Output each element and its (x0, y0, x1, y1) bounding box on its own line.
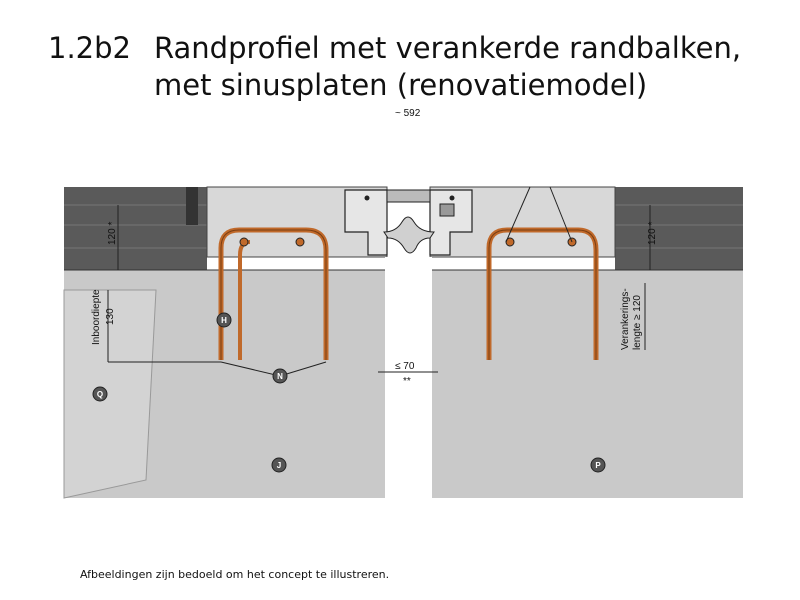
bolt-head (439, 203, 455, 217)
marker-j: J (271, 457, 287, 473)
title-number: 1.2b2 (48, 31, 131, 65)
concrete-right (432, 270, 743, 498)
embed-depth-value: 130 (105, 308, 116, 325)
anchor-length-value: lengte ≥ 120 (632, 295, 643, 350)
edge-plate-left (186, 187, 198, 225)
marker-n: N (272, 368, 288, 384)
bolt-left (364, 195, 370, 201)
anchor-length-label: Veranker­ings- (620, 288, 631, 350)
marker-n-letter: N (277, 372, 283, 381)
asphalt-left (64, 187, 207, 270)
asphalt-right (615, 187, 743, 270)
footer-disclaimer: Afbeeldingen zijn bedoeld om het concept… (80, 568, 390, 581)
sinus-seal (383, 216, 435, 254)
height-left-dimension: 120 * (107, 222, 118, 245)
title-line-1: Randprofiel met verankerde randbalken, (154, 31, 742, 65)
marker-h-letter: H (221, 316, 227, 325)
height-right-dimension: 120 * (647, 222, 658, 245)
joint-gap (385, 257, 432, 498)
top-width-dimension: ~ 592 (395, 108, 421, 119)
cover-plate (386, 189, 431, 203)
embed-depth-label: Inboordiepte (91, 289, 102, 345)
marker-q: Q (92, 386, 108, 402)
gap-dimension-note: ** (403, 376, 411, 387)
existing-concrete-edge (63, 289, 157, 499)
marker-p: P (590, 457, 606, 473)
marker-h: H (216, 312, 232, 328)
marker-j-letter: J (277, 461, 281, 470)
marker-q-letter: Q (97, 390, 103, 399)
marker-p-letter: P (595, 461, 601, 470)
gap-dimension: ≤ 70 (395, 361, 415, 372)
bolt-right (449, 195, 455, 201)
diagram-title: 1.2b2 Randprofiel met verankerde randbal… (48, 30, 741, 104)
title-line-2: met sinusplaten (renovatiemodel) (154, 68, 648, 102)
